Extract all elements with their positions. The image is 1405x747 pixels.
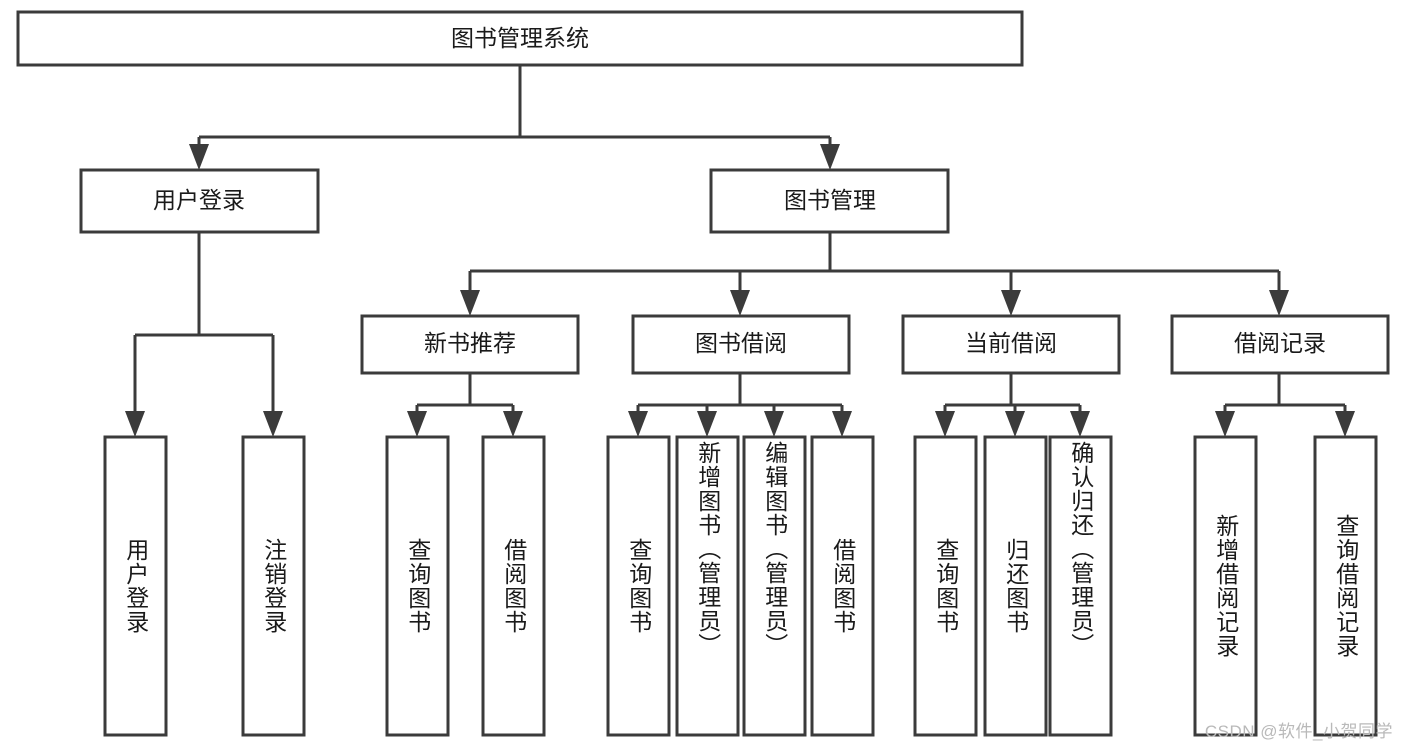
node-book-borrow-box[interactable] [631, 314, 851, 375]
arrowhead-bookborrow-leaf-1 [628, 411, 648, 437]
leaf-borrow-record-2-box[interactable] [1313, 435, 1378, 737]
arrowhead-newbook-leaf-1 [407, 411, 427, 437]
arrowhead-bookmgmt-child-1 [460, 290, 480, 316]
arrowhead-root-to-bookmgmt [820, 144, 840, 170]
arrowhead-userlogin-leaf-2 [263, 411, 283, 437]
leaf-book-borrow-2-box[interactable] [675, 435, 740, 737]
node-book-borrow-label: 图书借阅 [695, 330, 787, 356]
leaf-book-borrow-1-box[interactable] [606, 435, 671, 737]
arrowhead-bookborrow-leaf-3 [764, 411, 784, 437]
arrowhead-bookmgmt-child-2 [730, 290, 750, 316]
node-new-book-recommend-label: 新书推荐 [424, 330, 516, 356]
leaf-current-borrow-1-box[interactable] [913, 435, 978, 737]
leaf-user-login-2-box[interactable] [241, 435, 306, 737]
leaf-current-borrow-3-box[interactable] [1048, 435, 1113, 737]
arrowhead-currentborrow-leaf-3 [1070, 411, 1090, 437]
leaf-book-borrow-3-box[interactable] [742, 435, 807, 737]
leaf-book-borrow-4-box[interactable] [810, 435, 875, 737]
arrowhead-newbook-leaf-2 [503, 411, 523, 437]
node-layer: 图书管理系统 用户登录 图书管理 新书推荐 图书借阅 当前借阅 借阅记录 [16, 10, 1390, 737]
arrowhead-currentborrow-leaf-2 [1005, 411, 1025, 437]
arrowhead-borrowrecord-leaf-2 [1335, 411, 1355, 437]
node-borrow-record-label: 借阅记录 [1234, 330, 1326, 356]
node-root-box[interactable] [16, 10, 1024, 67]
connector-layer [125, 65, 1355, 437]
leaf-new-book-2-box[interactable] [481, 435, 546, 737]
node-new-book-recommend-box[interactable] [360, 314, 580, 375]
arrowhead-userlogin-leaf-1 [125, 411, 145, 437]
arrowhead-borrowrecord-leaf-1 [1215, 411, 1235, 437]
node-current-borrow-box[interactable] [901, 314, 1121, 375]
leaf-user-login-1-box[interactable] [103, 435, 168, 737]
node-user-login-box[interactable] [79, 168, 320, 234]
leaf-current-borrow-2-box[interactable] [983, 435, 1048, 737]
node-user-login-label: 用户登录 [153, 187, 245, 213]
leaf-new-book-1-box[interactable] [385, 435, 450, 737]
node-root-label: 图书管理系统 [451, 25, 589, 51]
arrowhead-bookborrow-leaf-2 [697, 411, 717, 437]
node-book-management-label: 图书管理 [784, 187, 876, 213]
arrowhead-bookmgmt-child-3 [1001, 290, 1021, 316]
arrowhead-bookborrow-leaf-4 [832, 411, 852, 437]
leaf-borrow-record-1-box[interactable] [1193, 435, 1258, 737]
node-current-borrow-label: 当前借阅 [965, 330, 1057, 356]
node-borrow-record-box[interactable] [1170, 314, 1390, 375]
node-book-management-box[interactable] [709, 168, 950, 234]
arrowhead-root-to-userlogin [189, 144, 209, 170]
arrowhead-bookmgmt-child-4 [1269, 290, 1289, 316]
watermark: CSDN @软件_小贺同学 [1204, 722, 1393, 741]
arrowhead-currentborrow-leaf-1 [935, 411, 955, 437]
